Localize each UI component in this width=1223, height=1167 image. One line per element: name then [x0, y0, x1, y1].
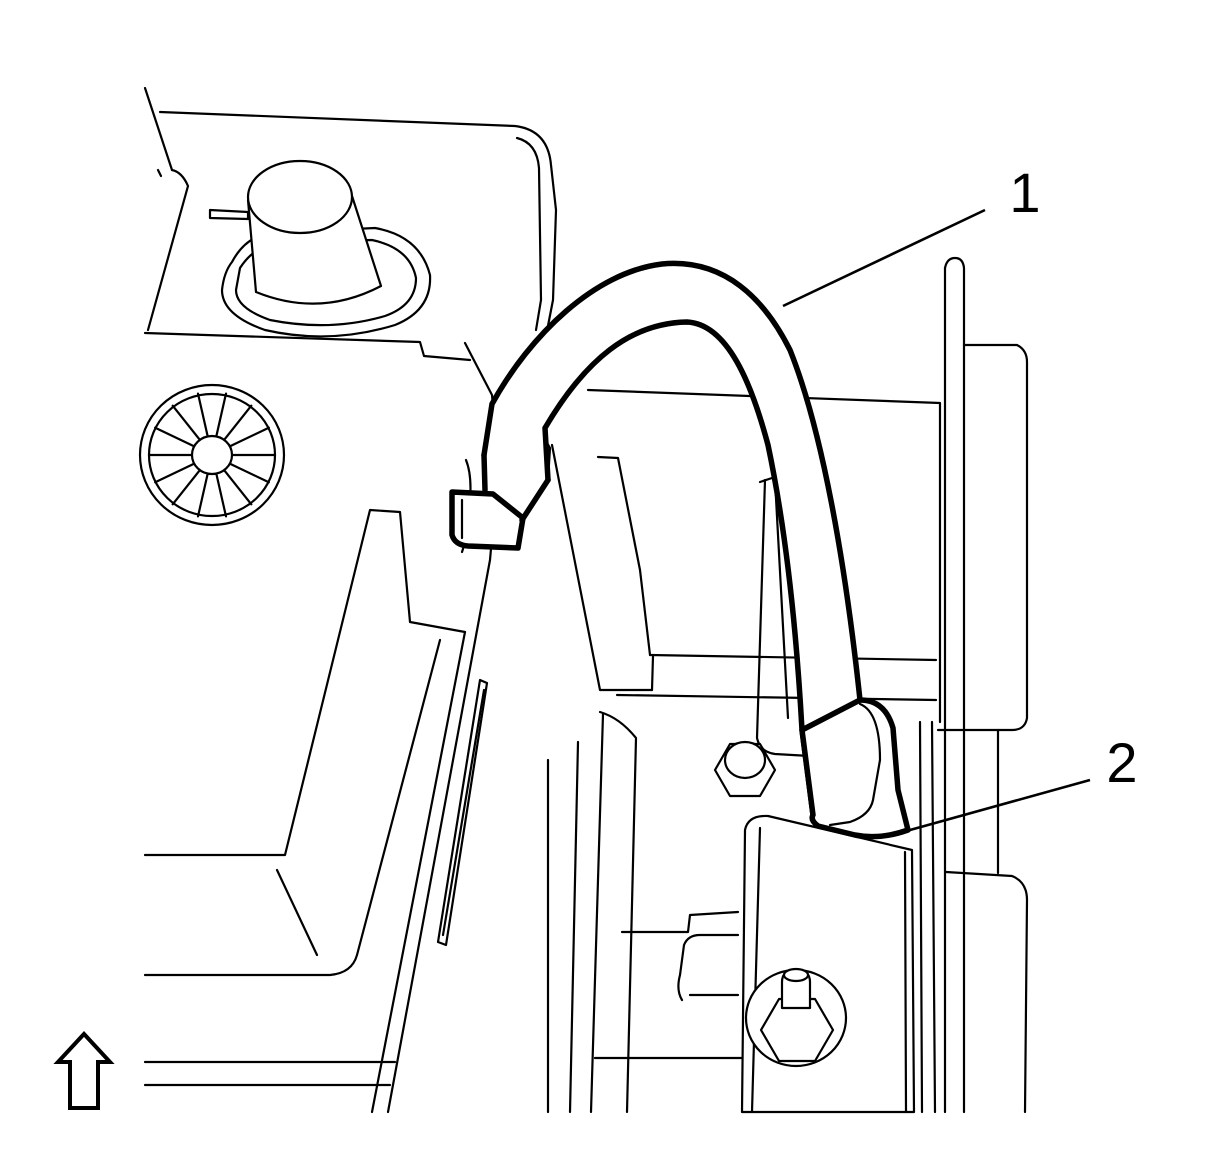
housing-edge-line: [143, 86, 174, 172]
rear-box-top: [586, 388, 942, 724]
up-arrow-icon: [53, 1031, 115, 1110]
body-front-face: [143, 508, 467, 857]
rear-box-line: [615, 693, 938, 702]
leader-line-1: [782, 208, 986, 308]
cap-housing: [143, 86, 558, 362]
connector-body: [449, 489, 526, 551]
leader-line-2: [909, 778, 1091, 832]
callout-2: 2: [909, 731, 1138, 832]
hose-left-end: [481, 452, 551, 523]
hex-nut-upper: [713, 740, 777, 798]
bracket-recess: [593, 910, 744, 1060]
mounting-plate-edge: [750, 826, 908, 1114]
grille-spokes: [147, 392, 277, 518]
bracket-upright: [589, 712, 605, 1114]
frame-pillar: [943, 256, 966, 1114]
bolt-lower: [744, 967, 848, 1068]
housing-top-edge: [158, 110, 558, 338]
callout-1-label: 1: [1009, 161, 1040, 224]
rear-box-line: [650, 654, 655, 692]
reservoir-body: [143, 341, 500, 1114]
nut-top-face: [723, 740, 767, 780]
coolant-hose: [481, 260, 908, 830]
fan-grille: [138, 383, 286, 527]
bracket-upright: [568, 740, 580, 1114]
housing-mark: [156, 168, 163, 178]
frame-upper-box: [936, 343, 1029, 732]
hose-outer-edge: [481, 260, 863, 703]
frame-lower-box: [944, 870, 1029, 1114]
body-crease: [275, 868, 319, 957]
side-panel: [550, 443, 654, 692]
housing-bottom-edge: [143, 331, 472, 362]
hose-inner-edge: [542, 319, 816, 818]
bracket-upright: [598, 710, 638, 1114]
clamp-inner: [828, 702, 882, 827]
housing-inner-edge: [515, 136, 543, 332]
grille-hub: [190, 434, 234, 476]
housing-left-edge: [146, 168, 190, 332]
callout-2-label: 2: [1106, 731, 1137, 794]
bolt-hex-nut: [759, 997, 835, 1063]
bolt-stud-tip: [782, 967, 810, 983]
body-lower-outline: [143, 638, 442, 977]
rear-structure: [550, 388, 942, 758]
body-slot-inner: [441, 688, 486, 937]
mounting-plate: [740, 814, 916, 1114]
hose-clamp: [799, 697, 911, 840]
body-right-edge: [370, 630, 467, 1114]
cap-top: [246, 159, 354, 235]
clamp-outline: [799, 697, 911, 840]
cap-tab: [208, 208, 250, 221]
callout-1: 1: [782, 161, 1041, 308]
side-panel: [596, 455, 652, 657]
frame-line: [918, 720, 937, 1114]
right-frame: [918, 256, 1029, 1114]
rear-box-line: [648, 653, 938, 662]
